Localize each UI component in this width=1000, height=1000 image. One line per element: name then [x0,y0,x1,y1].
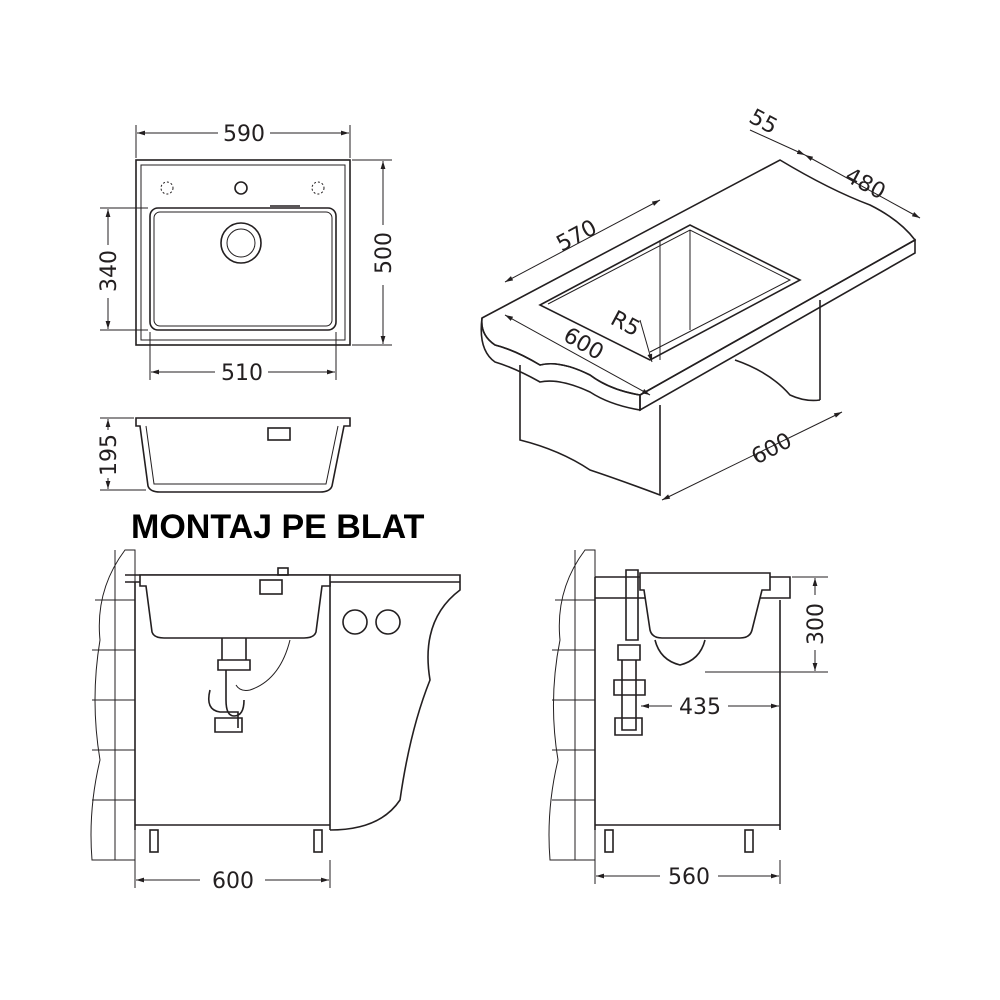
dim-bowl-depth-label: 340 [97,250,122,292]
side-install-view: 300 435 560 [548,549,829,890]
dim-height-label: 195 [97,434,122,476]
tap-hole-icon [160,181,174,195]
side-section: 195 [97,417,351,493]
sink-side-section [639,572,771,639]
tap-hole-icon [342,609,368,635]
tap-hole-icon [375,609,401,635]
drain-icon [220,222,262,264]
dim-cabinet-width-label: 600 [212,869,254,894]
cabinet-foot [744,829,754,853]
dim-depth-label: 500 [372,232,397,274]
sink-front-section [139,574,331,639]
tap-hole-icon [234,181,248,195]
dim-width-label: 590 [223,122,265,147]
cabinet-foot [149,829,159,853]
cabinet-foot [313,829,323,853]
dim-cabinet-iso-label: 600 [748,428,797,470]
bowl-outline [149,207,337,331]
dim-offset-label: 435 [679,695,721,720]
dim-height-install-label: 300 [804,603,829,645]
sink-outline [135,159,351,346]
installation-title: MONTAJ PE BLAT [131,508,425,546]
isometric-view: 570 55 480 R5 600 600 [480,105,921,501]
dim-cabinet-depth-label: 560 [668,865,710,890]
front-install-view: 600 [90,549,461,894]
tap-hole-icon [311,181,325,195]
dim-bowl-width-label: 510 [221,361,263,386]
dim-opening-label: 570 [553,215,602,257]
cabinet-foot [604,829,614,853]
top-view: 590 500 340 510 [97,122,397,386]
dim-rim-label: 55 [745,105,781,140]
